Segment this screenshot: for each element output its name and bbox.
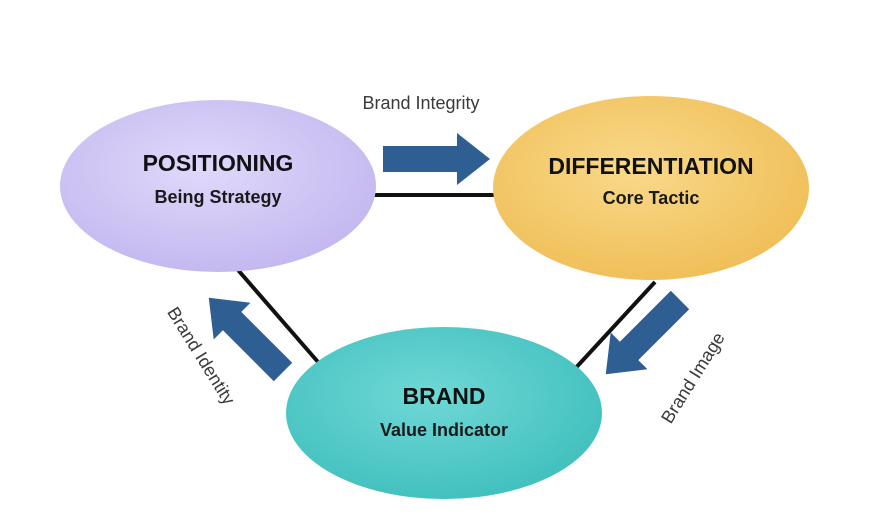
brand-node (286, 327, 602, 499)
brand-integrity-label: Brand Integrity (362, 93, 479, 113)
positioning-node (60, 100, 376, 272)
positioning-title: POSITIONING (143, 150, 294, 176)
differentiation-title: DIFFERENTIATION (548, 153, 753, 179)
brand-subtitle: Value Indicator (380, 420, 508, 440)
arrow-down-left-icon (605, 290, 690, 375)
positioning-subtitle: Being Strategy (154, 187, 281, 207)
differentiation-node (493, 96, 809, 280)
brand-image-label: Brand Image (657, 329, 729, 427)
differentiation-subtitle: Core Tactic (603, 188, 700, 208)
brand-title: BRAND (402, 383, 485, 409)
arrow-right-icon (383, 133, 490, 185)
arrow-up-left-icon (208, 297, 293, 382)
connector-differentiation-brand (570, 280, 657, 374)
connector-positioning-brand (236, 268, 320, 364)
